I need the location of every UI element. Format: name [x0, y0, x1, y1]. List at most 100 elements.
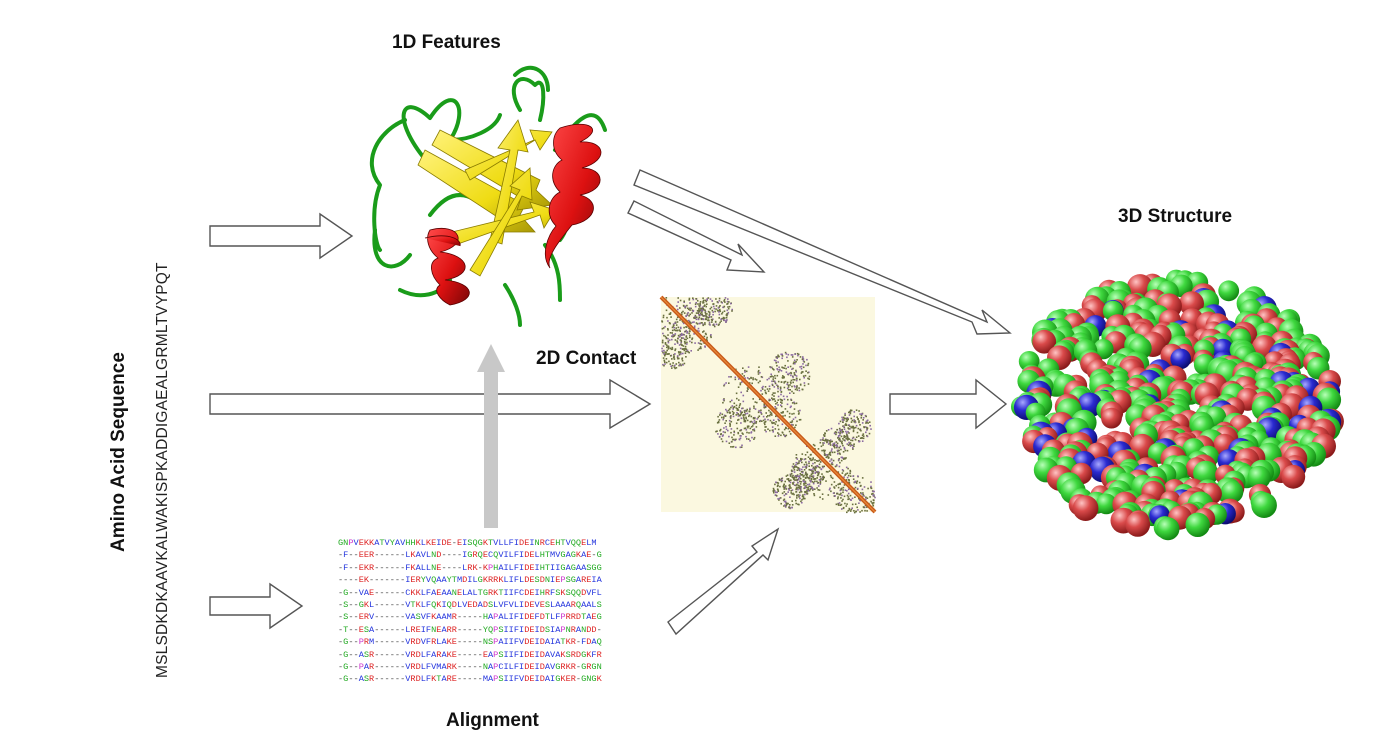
- contact-dot: [771, 421, 773, 424]
- contact-dot: [697, 311, 700, 314]
- contact-dot: [726, 411, 729, 414]
- contact-dot: [838, 458, 840, 460]
- contact-dot: [847, 428, 850, 430]
- contact-dot: [761, 388, 764, 390]
- contact-dot: [680, 343, 682, 345]
- contact-dot: [773, 359, 776, 362]
- contact-dot: [841, 508, 843, 510]
- contact-dot: [730, 431, 732, 434]
- contact-dot: [740, 412, 742, 415]
- contact-dot: [849, 428, 851, 430]
- contact-dot: [789, 506, 791, 509]
- contact-dot: [824, 449, 826, 452]
- contact-dot: [851, 439, 854, 442]
- contact-dot: [755, 426, 758, 428]
- alignment-row: GNPVEKKATVYAVHHKLKEIDE-EISQGKTVLLFIDEINR…: [338, 538, 597, 548]
- contact-dot: [716, 301, 719, 303]
- contact-dot: [827, 443, 830, 445]
- contact-dot: [662, 314, 665, 317]
- contact-dot: [862, 419, 864, 421]
- contact-dot: [671, 332, 673, 334]
- contact-dot: [732, 413, 734, 415]
- contact-dot: [790, 399, 793, 401]
- contact-dot: [787, 488, 790, 490]
- contact-dot: [713, 325, 716, 328]
- contact-dot: [729, 425, 731, 427]
- contact-dot: [750, 420, 752, 423]
- contact-dot: [697, 327, 700, 330]
- contact-dot: [693, 321, 695, 323]
- contact-dot: [720, 301, 723, 303]
- contact-dot: [846, 443, 849, 445]
- contact-dot: [718, 311, 720, 313]
- contact-dot: [746, 412, 749, 415]
- contact-dot: [855, 424, 858, 427]
- contact-dot: [764, 418, 766, 421]
- contact-dot: [848, 509, 851, 511]
- contact-dot: [791, 385, 793, 388]
- contact-dot: [843, 495, 846, 498]
- contact-dot: [795, 375, 798, 377]
- contact-dot: [819, 476, 822, 478]
- contact-dot: [866, 435, 869, 438]
- contact-dot: [790, 479, 792, 481]
- contact-dot: [684, 330, 687, 333]
- contact-dot: [844, 502, 846, 505]
- contact-dot: [774, 494, 777, 496]
- contact-dot: [678, 352, 680, 354]
- contact-dot: [811, 475, 813, 478]
- contact-dot: [791, 368, 793, 370]
- contact-dot: [676, 316, 679, 319]
- contact-dot: [776, 488, 779, 490]
- contact-dot: [792, 392, 795, 394]
- contact-dot: [833, 445, 835, 448]
- contact-dot: [810, 453, 812, 456]
- contact-dot: [792, 418, 795, 420]
- contact-dot: [854, 481, 856, 483]
- contact-dot: [776, 374, 779, 377]
- contact-dot: [849, 410, 851, 413]
- contact-dot: [790, 492, 792, 494]
- contact-dot: [754, 378, 757, 380]
- contact-dot: [829, 453, 831, 456]
- contact-dot: [854, 421, 857, 424]
- contact-dot: [806, 464, 808, 467]
- contact-dot: [693, 325, 696, 327]
- contact-dot: [765, 430, 767, 433]
- contact-dot: [778, 366, 780, 369]
- contact-dot: [691, 321, 694, 324]
- contact-dot: [812, 475, 814, 478]
- contact-dot: [787, 427, 790, 430]
- contact-dot: [722, 316, 725, 319]
- contact-dot: [825, 480, 827, 482]
- contact-dot: [722, 416, 725, 418]
- contact-dot: [787, 388, 790, 391]
- contact-dot: [793, 402, 796, 405]
- contact-dot: [796, 389, 799, 391]
- contact-dot: [847, 488, 850, 491]
- contact-dot: [771, 394, 774, 396]
- contact-dot: [800, 474, 802, 476]
- contact-dot: [764, 391, 767, 394]
- contact-dot: [789, 475, 792, 477]
- contact-dot: [768, 414, 771, 417]
- contact-dot: [840, 441, 843, 444]
- arrow-seq-to-1d: [209, 212, 354, 260]
- contact-dot: [703, 335, 706, 338]
- contact-dot: [792, 378, 794, 381]
- contact-dot: [799, 494, 801, 497]
- contact-dot: [719, 414, 721, 416]
- contact-dot: [777, 387, 779, 390]
- contact-dot: [866, 421, 868, 423]
- contact-dot: [832, 492, 835, 494]
- contact-dot: [862, 506, 865, 508]
- contact-dot: [796, 494, 798, 497]
- contact-dot: [845, 432, 848, 434]
- contact-dot: [829, 487, 831, 490]
- contact-dot: [857, 475, 859, 477]
- contact-dot: [846, 419, 848, 422]
- contact-dot: [707, 310, 710, 313]
- contact-dot: [801, 498, 803, 501]
- contact-dot: [768, 399, 770, 402]
- contact-dot: [736, 408, 739, 410]
